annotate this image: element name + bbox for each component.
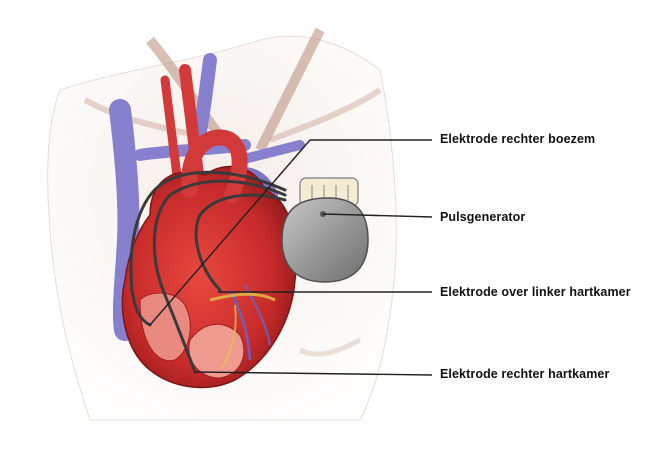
- label-pulse-generator: Pulsgenerator: [440, 210, 526, 224]
- callout-lines: [149, 139, 433, 376]
- label-left-ventricle-lead: Elektrode over linker hartkamer: [440, 285, 631, 299]
- callout-line-right-atrium: [149, 139, 311, 326]
- callout-line-generator: [322, 213, 433, 218]
- label-right-atrium-lead: Elektrode rechter boezem: [440, 132, 596, 146]
- callout-line-right-ventricle: [194, 371, 433, 376]
- label-right-ventricle-lead: Elektrode rechter hartkamer: [440, 367, 610, 381]
- pacemaker-leads: [129, 170, 287, 374]
- pulse-generator: [281, 177, 369, 283]
